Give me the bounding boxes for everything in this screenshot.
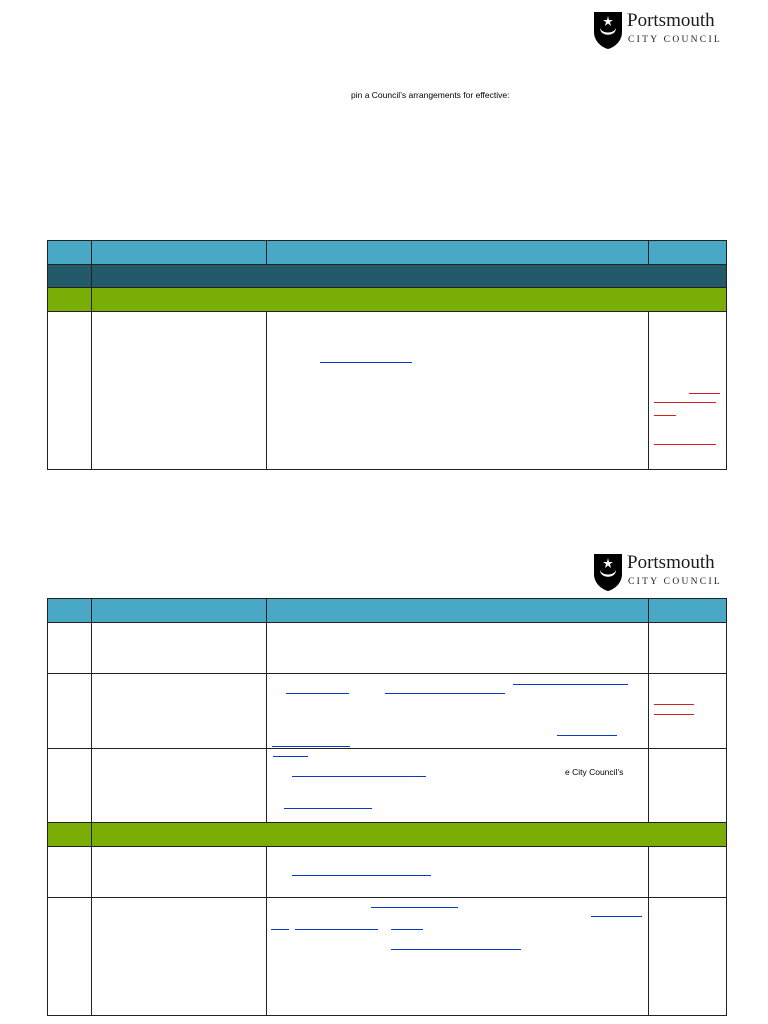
link-underline[interactable] [273, 756, 308, 757]
section-number-cell [47, 264, 92, 288]
header-cell [47, 598, 92, 623]
row-detail-cell [266, 311, 649, 470]
header-cell [648, 240, 727, 265]
header-cell [648, 598, 727, 623]
logo-subtitle: CITY COUNCIL [628, 35, 723, 45]
row-detail-cell [266, 846, 649, 898]
intro-text: pin a Council’s arrangements for effecti… [351, 90, 510, 100]
row-detail-cell [266, 897, 649, 1016]
link-underline[interactable] [292, 875, 431, 876]
logo-title: Portsmouth [627, 552, 715, 573]
table-row [47, 622, 727, 674]
row-title-cell [91, 622, 267, 674]
portsmouth-logo: Portsmouth CITY COUNCIL [593, 552, 733, 598]
red-link-underline[interactable] [654, 714, 694, 715]
link-underline[interactable] [284, 808, 372, 809]
link-underline[interactable] [271, 929, 289, 930]
row-number-cell [47, 846, 92, 898]
table-row: e City Council’s [47, 748, 727, 823]
row-evidence-cell [648, 897, 727, 1016]
table-row [47, 897, 727, 1016]
row-evidence-cell [648, 846, 727, 898]
row-evidence-cell [648, 673, 727, 749]
header-cell [266, 598, 649, 623]
table-row [47, 311, 727, 470]
link-underline[interactable] [391, 929, 423, 930]
row-number-cell [47, 622, 92, 674]
table-header-row [47, 598, 727, 623]
red-link-underline[interactable] [654, 444, 716, 445]
row-evidence-cell [648, 748, 727, 823]
section-row-green [47, 822, 727, 847]
row-detail-cell [266, 673, 649, 749]
section-title-cell [91, 264, 727, 288]
section-number-cell [47, 287, 92, 312]
row-detail-cell [266, 622, 649, 674]
link-underline[interactable] [513, 684, 628, 685]
table-2: e City Council’s [47, 598, 727, 1016]
section-number-cell [47, 822, 92, 847]
row-detail-cell: e City Council’s [266, 748, 649, 823]
row-number-cell [47, 311, 92, 470]
section-row-green [47, 287, 727, 312]
row-number-cell [47, 897, 92, 1016]
red-link-underline[interactable] [654, 402, 716, 403]
row-evidence-cell [648, 311, 727, 470]
row-title-cell [91, 673, 267, 749]
table-row [47, 846, 727, 898]
table-row [47, 673, 727, 749]
link-underline[interactable] [591, 916, 642, 917]
crest-icon [594, 554, 622, 591]
table-1 [47, 240, 727, 470]
logo-subtitle: CITY COUNCIL [628, 577, 723, 587]
link-underline[interactable] [272, 746, 350, 747]
row-snippet-text: e City Council’s [565, 767, 624, 777]
row-evidence-cell [648, 622, 727, 674]
row-title-cell [91, 311, 267, 470]
red-link-underline[interactable] [689, 393, 720, 394]
row-number-cell [47, 673, 92, 749]
link-underline[interactable] [391, 949, 521, 950]
row-title-cell [91, 897, 267, 1016]
red-link-underline[interactable] [654, 704, 694, 705]
row-title-cell [91, 748, 267, 823]
link-underline[interactable] [371, 907, 458, 908]
portsmouth-logo: Portsmouth CITY COUNCIL [593, 10, 733, 56]
crest-icon [594, 12, 622, 49]
header-cell [47, 240, 92, 265]
section-row-dark [47, 264, 727, 288]
section-title-cell [91, 822, 727, 847]
header-cell [91, 598, 267, 623]
logo-title: Portsmouth [627, 10, 715, 31]
link-underline[interactable] [557, 735, 617, 736]
red-link-underline[interactable] [654, 415, 676, 416]
header-cell [91, 240, 267, 265]
link-underline[interactable] [295, 929, 378, 930]
link-underline[interactable] [385, 693, 505, 694]
link-underline[interactable] [320, 362, 412, 363]
header-cell [266, 240, 649, 265]
table-header-row [47, 240, 727, 265]
section-title-cell [91, 287, 727, 312]
link-underline[interactable] [286, 693, 349, 694]
link-underline[interactable] [292, 776, 426, 777]
row-title-cell [91, 846, 267, 898]
row-number-cell [47, 748, 92, 823]
